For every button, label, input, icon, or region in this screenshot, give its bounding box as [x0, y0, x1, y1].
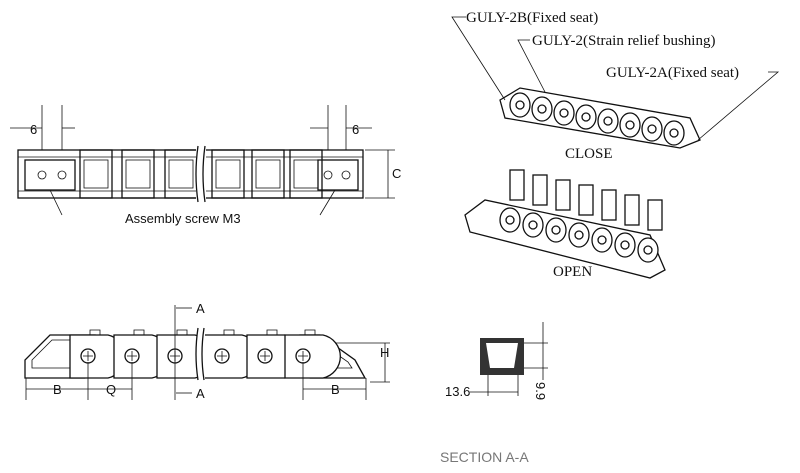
section-mark-bottom: A — [196, 386, 205, 401]
dim-c: C — [392, 166, 401, 181]
side-view-chain — [24, 326, 367, 382]
crossbar-tab — [176, 329, 188, 335]
iso-close-chain — [499, 87, 701, 149]
pin-cross — [83, 351, 93, 361]
chain-link-window — [255, 159, 281, 189]
iso-link — [568, 222, 590, 248]
chain-link-window — [83, 159, 109, 189]
section-a-a — [470, 322, 548, 396]
pin-hole — [257, 348, 273, 364]
iso-pin — [559, 108, 569, 118]
chain-link — [251, 149, 285, 199]
open-crossbar — [555, 179, 571, 211]
chain-link-plate — [284, 334, 341, 379]
open-label: OPEN — [553, 264, 592, 280]
crossbar-tab — [133, 329, 145, 335]
iso-pin — [528, 220, 538, 230]
iso-pin — [625, 120, 635, 130]
iso-pin — [574, 230, 584, 240]
crossbar-tab — [266, 329, 278, 335]
chain-link — [211, 149, 245, 199]
callout-guly-2: GULY-2(Strain relief bushing) — [532, 33, 715, 49]
open-crossbar — [509, 169, 525, 201]
chain-link — [289, 149, 323, 199]
open-crossbar — [532, 174, 548, 206]
iso-link — [597, 108, 619, 134]
top-dimensions — [10, 105, 395, 216]
pin-cross — [127, 351, 137, 361]
dim-b-right: B — [331, 382, 340, 397]
iso-link — [545, 217, 567, 243]
iso-pin — [597, 235, 607, 245]
iso-pin — [647, 124, 657, 134]
iso-open-chain — [464, 169, 666, 279]
iso-link — [575, 104, 597, 130]
iso-link — [531, 96, 553, 122]
iso-pin — [603, 116, 613, 126]
open-crossbar — [601, 189, 617, 221]
iso-link — [509, 92, 531, 118]
iso-link — [591, 227, 613, 253]
dim-left-6: 6 — [30, 122, 37, 137]
open-crossbar — [578, 184, 594, 216]
section-height: 9.9 — [533, 382, 548, 400]
iso-pin — [643, 245, 653, 255]
crossbar-tab — [304, 329, 316, 335]
callout-guly-2b: GULY-2B(Fixed seat) — [466, 10, 598, 26]
assembly-screw-label: Assembly screw M3 — [125, 211, 241, 226]
dim-b-left: B — [53, 382, 62, 397]
iso-link — [619, 112, 641, 138]
iso-link — [637, 237, 659, 263]
iso-link — [663, 120, 685, 146]
crossbar-tab — [89, 329, 101, 335]
open-crossbar — [647, 199, 663, 231]
chain-link-window — [215, 159, 241, 189]
close-label: CLOSE — [565, 146, 613, 162]
chain-link-window — [125, 159, 151, 189]
pin-cross — [217, 351, 227, 361]
pin-cross — [260, 351, 270, 361]
top-view-chain — [17, 145, 364, 203]
chain-link — [79, 149, 113, 199]
iso-link — [641, 116, 663, 142]
iso-link — [499, 207, 521, 233]
chain-link — [121, 149, 155, 199]
open-crossbar — [624, 194, 640, 226]
iso-link — [553, 100, 575, 126]
iso-pin — [515, 100, 525, 110]
chain-link-window — [168, 159, 194, 189]
dim-h: H — [380, 345, 389, 360]
crossbar-tab — [223, 329, 235, 335]
section-mark-top: A — [196, 301, 205, 316]
iso-pin — [551, 225, 561, 235]
iso-pin — [620, 240, 630, 250]
pin-cross — [298, 351, 308, 361]
chain-link-window — [293, 159, 319, 189]
section-width: 13.6 — [445, 384, 470, 399]
iso-pin — [669, 128, 679, 138]
iso-link — [522, 212, 544, 238]
callout-guly-2a: GULY-2A(Fixed seat) — [606, 65, 739, 81]
dim-q: Q — [106, 382, 116, 397]
section-title: SECTION A-A — [440, 449, 529, 465]
callout-leaders — [451, 16, 780, 141]
iso-pin — [581, 112, 591, 122]
dim-right-6: 6 — [352, 122, 359, 137]
iso-link — [614, 232, 636, 258]
side-dimensions — [25, 305, 390, 400]
pin-hole — [214, 348, 230, 364]
iso-pin — [505, 215, 515, 225]
iso-pin — [537, 104, 547, 114]
